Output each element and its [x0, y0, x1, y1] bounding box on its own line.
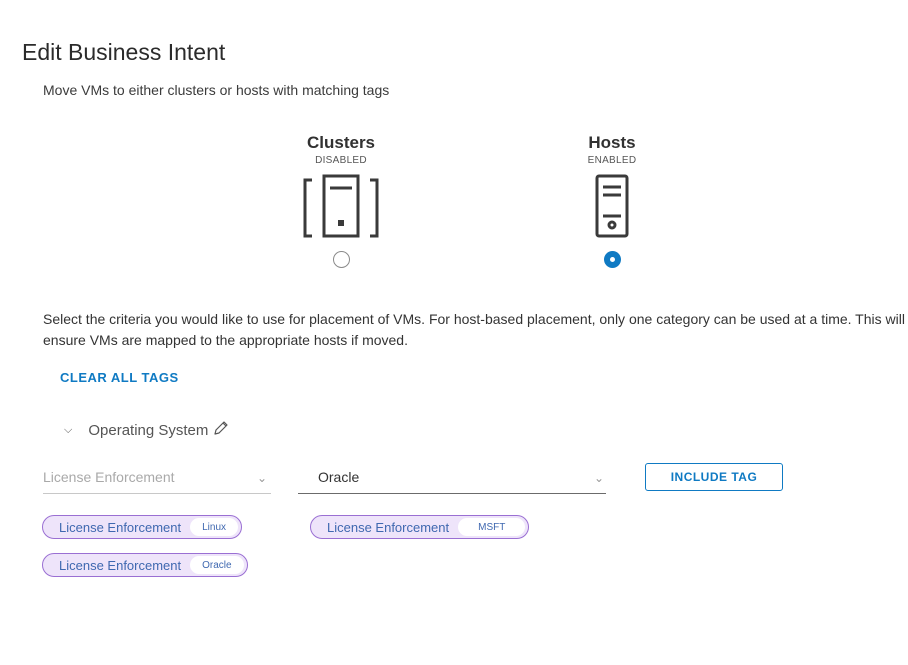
tag-key: License Enforcement: [59, 519, 182, 535]
host-icon: [552, 174, 672, 238]
chevron-down-icon: ⌄: [593, 471, 604, 485]
chevron-down-icon: ⌄: [256, 471, 267, 485]
tag-value-pill: Oracle: [190, 556, 244, 574]
clusters-radio[interactable]: [332, 251, 350, 268]
include-tag-button[interactable]: INCLUDE TAG: [645, 463, 783, 491]
clusters-option[interactable]: Clusters DISABLED: [281, 133, 401, 268]
hosts-option[interactable]: Hosts ENABLED: [552, 133, 672, 268]
hosts-state: ENABLED: [587, 155, 637, 166]
tag-chip[interactable]: License Enforcement MSFT: [310, 515, 530, 539]
tag-chip[interactable]: License Enforcement Linux: [42, 515, 243, 539]
tag-category-placeholder: License Enforcement: [43, 469, 175, 485]
tag-value: Oracle: [318, 469, 360, 485]
page-subtitle: Move VMs to either clusters or hosts wit…: [43, 82, 390, 98]
tag-chip[interactable]: License Enforcement Oracle: [42, 553, 248, 577]
tag-value-pill: MSFT: [458, 518, 526, 536]
chevron-down-icon[interactable]: ⌵: [64, 423, 73, 436]
clear-all-tags-link[interactable]: CLEAR ALL TAGS: [60, 370, 179, 385]
placement-description: Select the criteria you would like to us…: [43, 311, 905, 348]
cluster-icon: [281, 174, 401, 238]
clusters-state: DISABLED: [315, 155, 367, 166]
tag-key: License Enforcement: [59, 557, 182, 573]
category-header[interactable]: ⌵ Operating System: [64, 419, 230, 441]
tag-value-select[interactable]: Oracle ⌄: [298, 469, 606, 494]
page-title: Edit Business Intent: [22, 39, 226, 66]
tag-category-select[interactable]: License Enforcement ⌄: [43, 469, 271, 494]
hosts-label: Hosts: [588, 133, 636, 152]
pencil-icon[interactable]: [212, 419, 230, 441]
clusters-label: Clusters: [306, 133, 376, 152]
hosts-radio[interactable]: [603, 251, 621, 268]
category-name: Operating System: [88, 421, 209, 439]
tag-key: License Enforcement: [327, 519, 450, 535]
tag-value-pill: Linux: [190, 518, 239, 536]
